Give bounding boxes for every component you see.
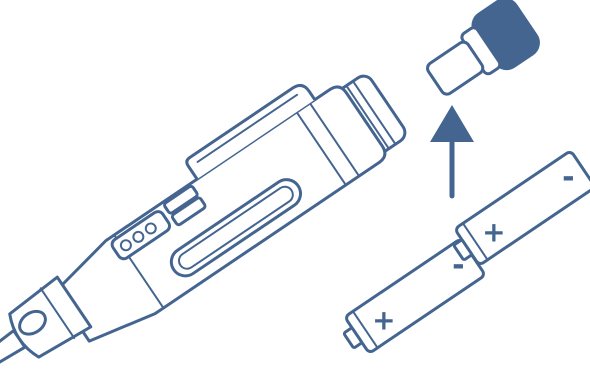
positive-sign: + (482, 215, 505, 248)
battery: + - (446, 151, 590, 272)
negative-sign: - (562, 160, 574, 195)
battery-cap (417, 0, 544, 108)
insert-arrow (430, 105, 474, 196)
positive-sign: + (372, 303, 395, 336)
pen-barrel (48, 83, 389, 353)
